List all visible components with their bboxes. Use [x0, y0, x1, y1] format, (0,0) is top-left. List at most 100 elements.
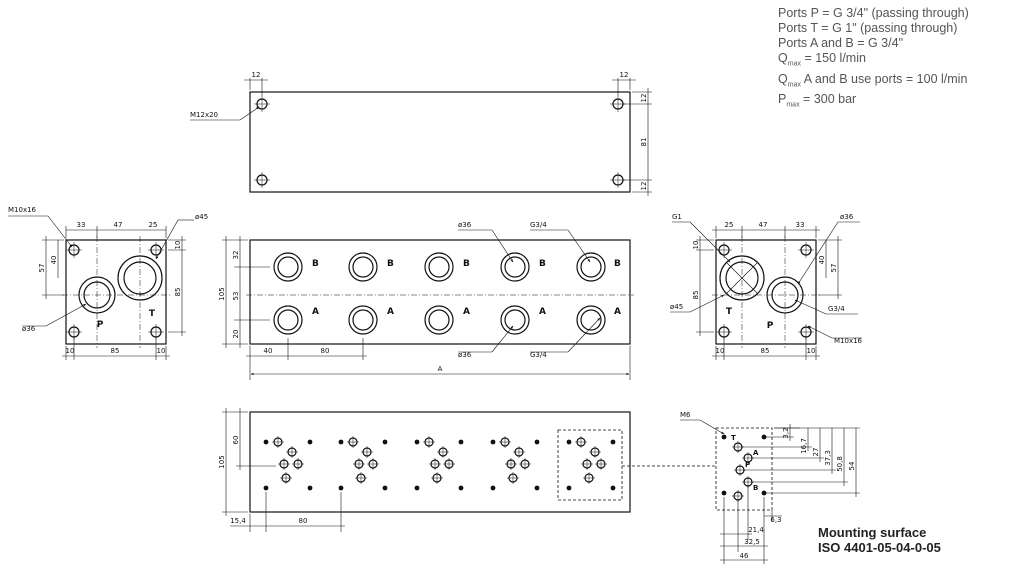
port-a-1	[273, 305, 303, 335]
port-a-2	[348, 305, 378, 335]
front-dim-80: 80	[321, 347, 330, 355]
left-dia36-label: ø36	[22, 325, 36, 333]
left-dim-40: 40	[50, 256, 58, 265]
bottom-dim-60: 60	[232, 436, 240, 445]
right-dim-47: 47	[759, 221, 768, 229]
spec-list: Ports P = G 3/4" (passing through) Ports…	[778, 6, 969, 113]
detail-dim-32-5: 32,5	[744, 538, 760, 546]
detail-dim-16-7: 16,7	[800, 438, 808, 454]
left-dim-10-a: 10	[66, 347, 75, 355]
top-thread-label: M12x20	[190, 111, 218, 119]
left-label-t: T	[149, 309, 156, 319]
spec-qmax-ab: Qmax A and B use ports = 100 l/min	[778, 72, 969, 93]
detail-label-a: A	[753, 449, 759, 457]
spec-pmax-value: = 300 bar	[799, 92, 857, 106]
right-side-view: T P 25 47 33 G1 ø36 10 85 40 57 ø45 G3/4	[670, 213, 863, 360]
detail-label-p: P	[745, 461, 750, 469]
front-dia36-bot: ø36	[458, 351, 472, 359]
bottom-detail-frame	[557, 429, 623, 501]
front-label-a-2: A	[387, 307, 394, 317]
right-label-t: T	[726, 307, 733, 317]
front-dim-105: 105	[218, 287, 226, 300]
left-dia45-label: ø45	[195, 213, 208, 221]
detail-dim-21-4: 21,4	[748, 526, 764, 534]
spec-qab-symbol: Q	[778, 71, 788, 86]
top-dim-12-v-top: 12	[640, 94, 648, 103]
mounting-surface-caption: Mounting surface ISO 4401-05-04-0-05	[818, 525, 941, 555]
right-dim-10-a: 10	[716, 347, 725, 355]
left-dim-85-h: 85	[111, 347, 120, 355]
spec-ports-p: Ports P = G 3/4" (passing through)	[778, 6, 969, 20]
right-dim-85-h: 85	[761, 347, 770, 355]
front-view: B B B B B A A A A A ø36 G3/4 ø36 G3/4 10…	[218, 221, 634, 380]
front-label-a-4: A	[539, 307, 546, 317]
spec-qmax-value: = 150 l/min	[800, 51, 866, 65]
detail-frame	[715, 427, 773, 511]
spec-qab-subscript: max	[787, 81, 801, 88]
mounting-standard: ISO 4401-05-04-0-05	[818, 540, 941, 555]
top-view: 12 12 12 81 12 M12x20	[190, 71, 652, 196]
front-dim-20: 20	[232, 330, 240, 339]
bottom-view-outline	[249, 411, 631, 513]
right-view-outline	[715, 239, 817, 345]
bottom-dim-80: 80	[299, 517, 308, 525]
front-g34-top: G3/4	[530, 221, 547, 229]
spec-qmax: Qmax = 150 l/min	[778, 51, 969, 72]
front-label-b-4: B	[539, 259, 546, 269]
left-label-p: P	[97, 320, 104, 330]
top-dim-12-left: 12	[252, 71, 261, 79]
top-dim-81: 81	[640, 138, 648, 147]
right-dim-85-v: 85	[692, 291, 700, 300]
left-dim-10-v: 10	[174, 241, 182, 250]
detail-dim-37-3: 37,3	[824, 450, 832, 466]
front-label-a-1: A	[312, 307, 319, 317]
top-view-outline	[249, 91, 631, 193]
right-g34-label: G3/4	[828, 305, 845, 313]
bottom-pattern-1	[263, 435, 313, 491]
front-label-b-5: B	[614, 259, 621, 269]
port-b-3	[424, 252, 454, 282]
spec-qmax-symbol: Q	[778, 51, 788, 65]
port-a-5	[576, 305, 606, 335]
spec-pmax-subscript: max	[786, 101, 800, 109]
spec-ports-t: Ports T = G 1" (passing through)	[778, 21, 958, 35]
left-dim-33: 33	[77, 221, 86, 229]
top-hole-tl	[253, 95, 271, 113]
right-dim-10-b: 10	[807, 347, 816, 355]
bottom-view: 60 105 15,4 80	[218, 408, 716, 532]
detail-dim-3-2: 3,2	[782, 427, 790, 438]
left-view-outline	[65, 239, 167, 345]
front-label-b-3: B	[463, 259, 470, 269]
right-g1-label: G1	[672, 213, 682, 221]
left-dim-85-v: 85	[174, 288, 182, 297]
bottom-pattern-3	[414, 435, 464, 491]
top-dim-12-right: 12	[620, 71, 629, 79]
left-hole-tl	[65, 241, 83, 259]
detail-m6-label: M6	[680, 411, 691, 419]
right-dim-33: 33	[796, 221, 805, 229]
front-dim-53: 53	[232, 292, 240, 301]
right-dim-40: 40	[818, 256, 826, 265]
front-dim-a: A	[438, 365, 443, 373]
left-dim-10-b: 10	[157, 347, 166, 355]
bottom-dim-15-4: 15,4	[230, 517, 246, 525]
detail-dim-6-3: 6,3	[770, 516, 781, 524]
detail-dim-50-8: 50,8	[836, 456, 844, 472]
front-dim-40: 40	[264, 347, 273, 355]
right-thread-label: M10x16	[834, 337, 863, 345]
right-dia36-label: ø36	[840, 213, 854, 221]
port-a-4	[500, 305, 530, 335]
bottom-dim-105: 105	[218, 455, 226, 468]
port-a-3	[424, 305, 454, 335]
port-b-5	[576, 252, 606, 282]
right-hole-tr	[797, 241, 815, 259]
detail-dim-27: 27	[812, 448, 820, 457]
spec-pmax: Pmax = 300 bar	[778, 92, 969, 113]
detail-label-t: T	[731, 434, 736, 442]
left-dim-25: 25	[149, 221, 158, 229]
spec-qmax-subscript: max	[787, 60, 801, 68]
front-label-b-2: B	[387, 259, 394, 269]
front-label-a-3: A	[463, 307, 470, 317]
top-dim-12-v-bot: 12	[640, 182, 648, 191]
